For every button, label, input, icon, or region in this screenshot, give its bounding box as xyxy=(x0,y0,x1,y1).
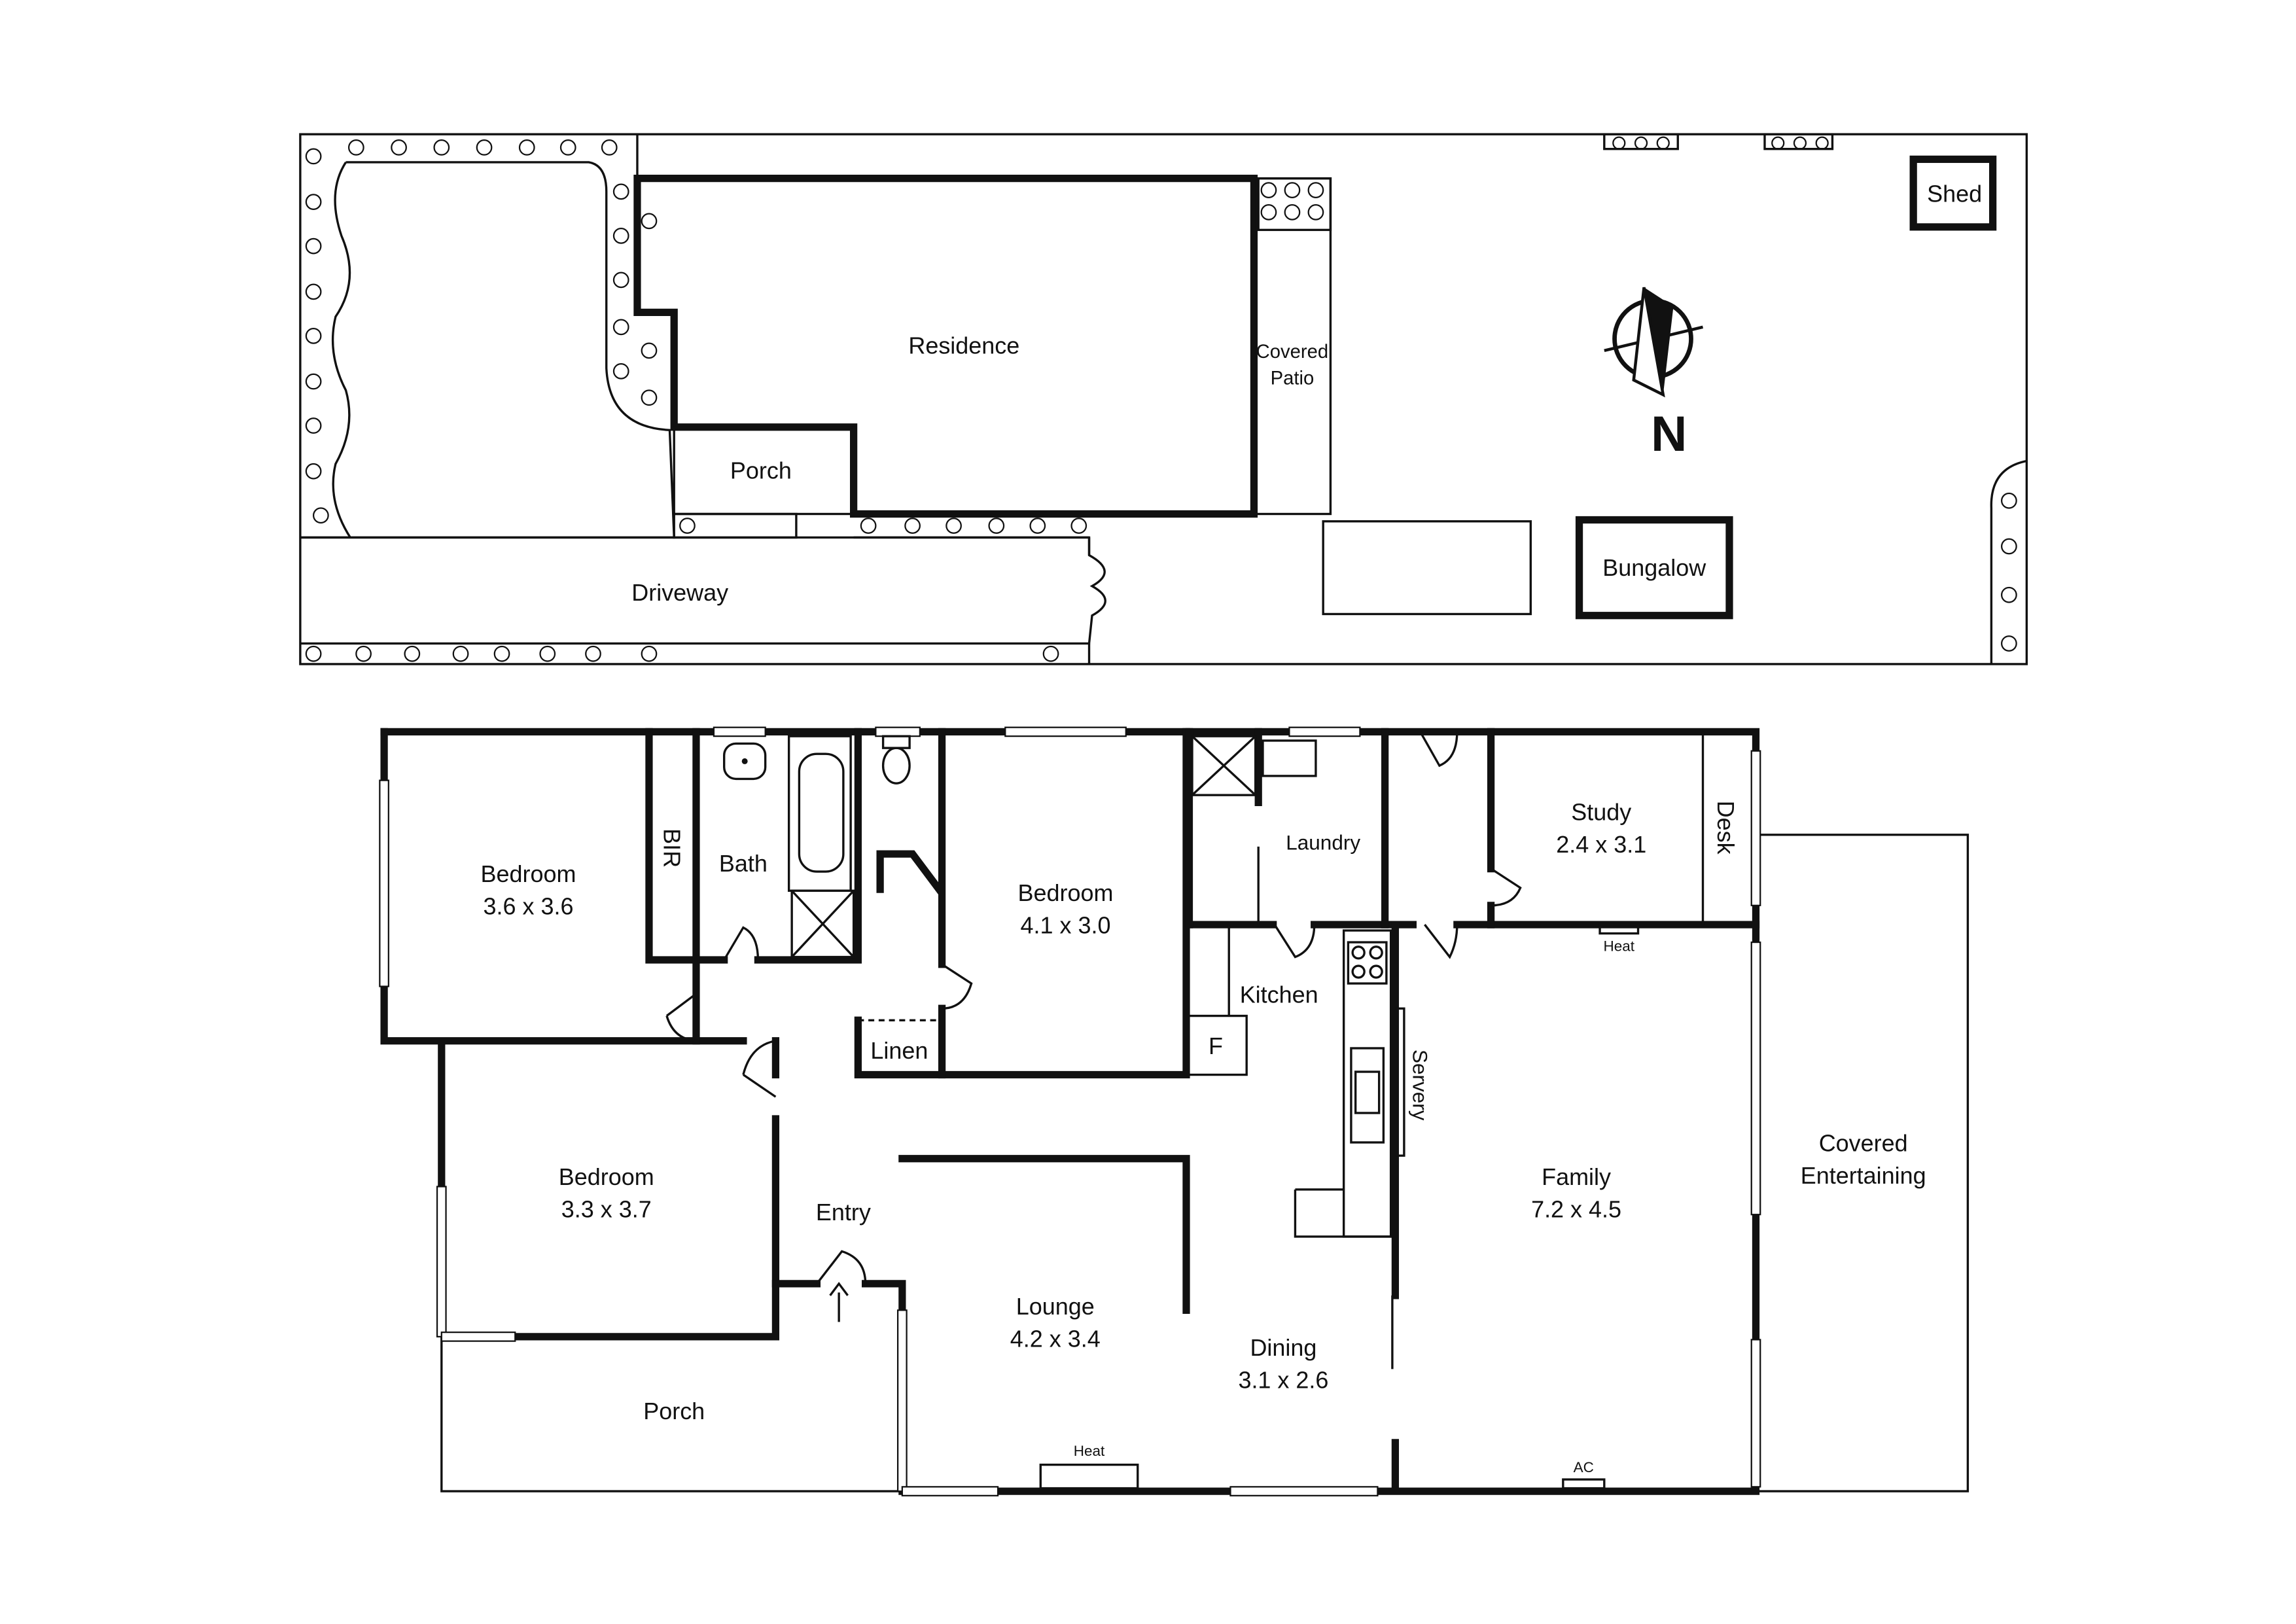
dining-label: Dining xyxy=(1250,1334,1316,1361)
laundry-label: Laundry xyxy=(1286,830,1360,854)
ac-label: AC xyxy=(1574,1459,1594,1475)
bedroom-3-label: Bedroom xyxy=(559,1163,654,1190)
bedroom-1-label: Bedroom xyxy=(481,860,576,887)
site-porch-label: Porch xyxy=(730,457,792,484)
bedroom-2-label: Bedroom xyxy=(1018,879,1114,906)
study-label: Study xyxy=(1571,798,1631,825)
site-structure xyxy=(1322,520,1532,616)
garden-lawn-edge xyxy=(331,161,351,538)
family-size: 7.2 x 4.5 xyxy=(1531,1196,1621,1223)
covered-patio xyxy=(1252,177,1332,516)
exterior-wall xyxy=(380,728,1760,1495)
windows xyxy=(379,726,1761,1496)
front-porch-label: Porch xyxy=(643,1398,705,1424)
linen-label: Linen xyxy=(870,1037,928,1064)
dining-size: 3.1 x 2.6 xyxy=(1238,1367,1328,1394)
cooktop-icon xyxy=(1347,941,1388,985)
door-swings xyxy=(665,731,1522,1322)
residence-label: Residence xyxy=(908,332,1019,359)
lounge-label: Lounge xyxy=(1016,1293,1095,1320)
driveway-label: Driveway xyxy=(631,579,728,606)
bedroom-2-size: 4.1 x 3.0 xyxy=(1021,912,1111,939)
driveway xyxy=(300,536,1106,645)
front-garden-border xyxy=(300,161,675,539)
study-size: 2.4 x 3.1 xyxy=(1556,831,1646,858)
bathroom-fixtures xyxy=(722,735,1317,959)
bath-label: Bath xyxy=(719,850,768,877)
shed-label: Shed xyxy=(1927,181,1982,207)
site-plan: Residence Porch Covered Patio Driveway B… xyxy=(299,133,2028,665)
covered-entertaining-outline xyxy=(1756,834,1969,1492)
servery-label: Servery xyxy=(1408,1050,1432,1121)
bir-label: BIR xyxy=(658,828,685,868)
lounge-size: 4.2 x 3.4 xyxy=(1010,1326,1101,1352)
shed xyxy=(1909,155,1997,231)
bedroom-1-size: 3.6 x 3.6 xyxy=(484,892,574,919)
sink-icon xyxy=(1350,1047,1385,1144)
lounge-heater-label: Heat xyxy=(1074,1443,1105,1459)
north-label: N xyxy=(1651,406,1687,462)
fridge-label: F xyxy=(1209,1033,1223,1059)
covered-entertaining-label-1: Covered xyxy=(1819,1129,1908,1156)
house-floor-plan: Bedroom 3.6 x 3.6 BIR Bath Bedroom 4.1 x… xyxy=(379,726,1969,1496)
north-compass-icon xyxy=(1604,287,1704,398)
room-labels: Bedroom 3.6 x 3.6 BIR Bath Bedroom 4.1 x… xyxy=(481,798,1926,1475)
bungalow-label: Bungalow xyxy=(1602,554,1706,581)
kitchen-label: Kitchen xyxy=(1240,981,1318,1008)
shrub-icons xyxy=(305,136,2017,662)
bedroom-3-size: 3.3 x 3.7 xyxy=(561,1196,652,1223)
site-boundary xyxy=(299,133,2028,665)
bungalow xyxy=(1575,516,1733,620)
covered-patio-label-1: Covered xyxy=(1256,342,1329,362)
covered-entertaining-label-2: Entertaining xyxy=(1801,1162,1926,1189)
entry-label: Entry xyxy=(816,1199,871,1226)
family-heater-label: Heat xyxy=(1604,938,1635,955)
covered-patio-label-2: Patio xyxy=(1271,368,1315,389)
kitchen-fixtures xyxy=(1039,732,1704,1490)
desk-label: Desk xyxy=(1712,801,1739,855)
family-label: Family xyxy=(1542,1163,1611,1190)
